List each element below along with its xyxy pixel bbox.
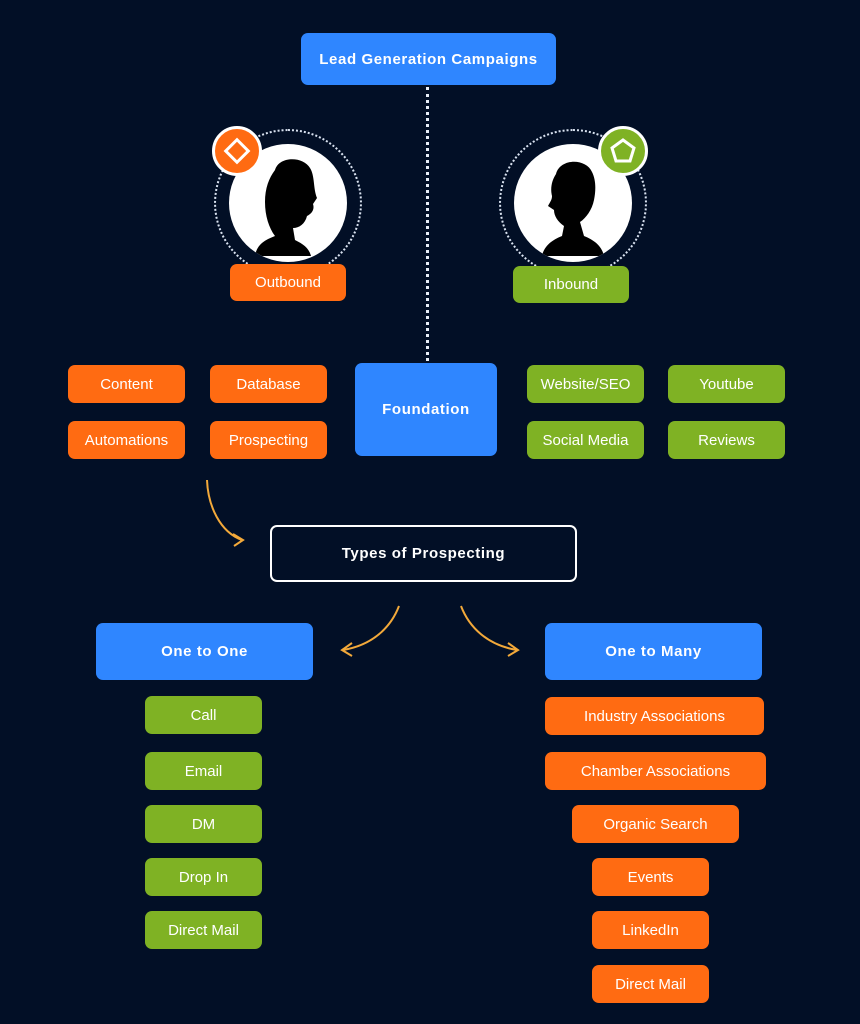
- channel-reviews: Reviews: [668, 421, 785, 459]
- one-to-many-item-organic-search: Organic Search: [572, 805, 739, 843]
- one-to-many-node: One to Many: [545, 623, 762, 680]
- channel-social-media: Social Media: [527, 421, 644, 459]
- channel-database: Database: [210, 365, 327, 403]
- channel-youtube: Youtube: [668, 365, 785, 403]
- one-to-one-item-direct-mail: Direct Mail: [145, 911, 262, 949]
- one-to-one-item-dm: DM: [145, 805, 262, 843]
- channel-content: Content: [68, 365, 185, 403]
- channel-automations: Automations: [68, 421, 185, 459]
- arrow-to-types: [206, 479, 245, 547]
- one-to-many-item-chamber-associations: Chamber Associations: [545, 752, 766, 790]
- female-silhouette-icon: [255, 159, 317, 256]
- arrow-to-one-to-one: [340, 605, 400, 657]
- male-silhouette-icon: [542, 161, 604, 256]
- outbound-label: Outbound: [230, 264, 346, 301]
- one-to-one-item-drop-in: Drop In: [145, 858, 262, 896]
- one-to-one-item-email: Email: [145, 752, 262, 790]
- types-of-prospecting-node: Types of Prospecting: [270, 525, 577, 582]
- dotted-connector: [426, 87, 429, 361]
- one-to-many-item-direct-mail: Direct Mail: [592, 965, 709, 1003]
- inbound-badge: [598, 126, 648, 176]
- outbound-badge: [212, 126, 262, 176]
- title-node: Lead Generation Campaigns: [301, 33, 556, 85]
- channel-prospecting: Prospecting: [210, 421, 327, 459]
- arrow-to-one-to-many: [460, 605, 520, 657]
- pentagon-icon: [610, 138, 636, 163]
- one-to-many-item-linkedin: LinkedIn: [592, 911, 709, 949]
- foundation-node: Foundation: [355, 363, 497, 456]
- one-to-one-node: One to One: [96, 623, 313, 680]
- one-to-many-item-industry-associations: Industry Associations: [545, 697, 764, 735]
- one-to-many-item-events: Events: [592, 858, 709, 896]
- outbound-avatar: [229, 144, 347, 262]
- one-to-one-item-call: Call: [145, 696, 262, 734]
- inbound-label: Inbound: [513, 266, 629, 303]
- channel-website-seo: Website/SEO: [527, 365, 644, 403]
- diamond-icon: [223, 137, 251, 165]
